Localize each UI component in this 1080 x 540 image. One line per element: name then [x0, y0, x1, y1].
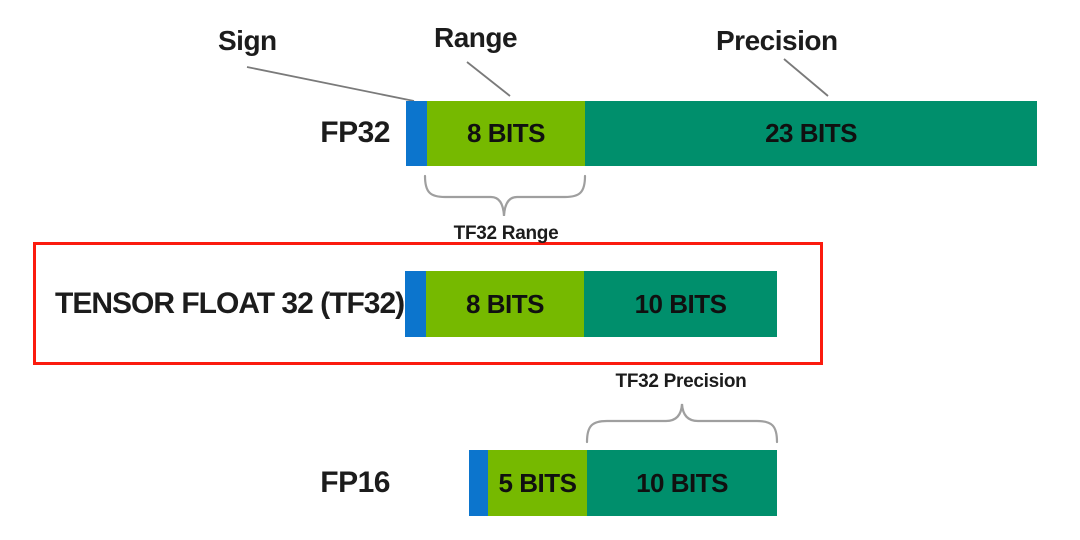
tf32-highlight-box: [33, 242, 823, 365]
fp32-range-segment: 8 BITS: [427, 101, 585, 166]
fp32-bit-bar: 8 BITS 23 BITS: [406, 101, 1037, 166]
sign-label: Sign: [218, 25, 277, 56]
fp16-sign-bit-segment: [469, 450, 488, 516]
fp16-range-segment: 5 BITS: [488, 450, 587, 516]
fp32-range-bits-label: 8 BITS: [467, 118, 545, 148]
fp32-sign-bit-segment: [406, 101, 427, 166]
tf32-precision-annotation: TF32 Precision: [615, 371, 747, 392]
tf32-range-annotation: TF32 Range: [453, 223, 559, 244]
range-label: Range: [434, 22, 518, 53]
fp16-range-bits-label: 5 BITS: [498, 467, 577, 498]
fp16-precision-bits-label: 10 BITS: [636, 467, 728, 498]
precision-pointer-line: [783, 58, 829, 97]
row-label-tf32: TENSOR FLOAT 32 (TF32): [55, 287, 405, 320]
fp32-precision-bits-label: 23 BITS: [765, 118, 857, 148]
tf32-range-bits-label: 8 BITS: [466, 288, 544, 319]
fp16-precision-segment: 10 BITS: [587, 450, 777, 516]
fp16-bit-bar: 5 BITS 10 BITS: [469, 450, 777, 516]
tf32-precision-segment: 10 BITS: [584, 271, 777, 337]
row-label-fp32: FP32: [320, 116, 390, 149]
tf32-precision-brace: [585, 403, 779, 444]
precision-label: Precision: [716, 25, 838, 56]
tf32-range-brace: [423, 174, 587, 217]
row-label-fp16: FP16: [320, 466, 390, 499]
tf32-precision-bits-label: 10 BITS: [634, 288, 727, 319]
sign-pointer-line: [246, 66, 415, 102]
tf32-range-segment: 8 BITS: [426, 271, 584, 337]
tf32-bit-bar: 8 BITS 10 BITS: [405, 271, 777, 337]
range-pointer-line: [466, 61, 511, 97]
fp32-precision-segment: 23 BITS: [585, 101, 1037, 166]
tf32-sign-bit-segment: [405, 271, 426, 337]
